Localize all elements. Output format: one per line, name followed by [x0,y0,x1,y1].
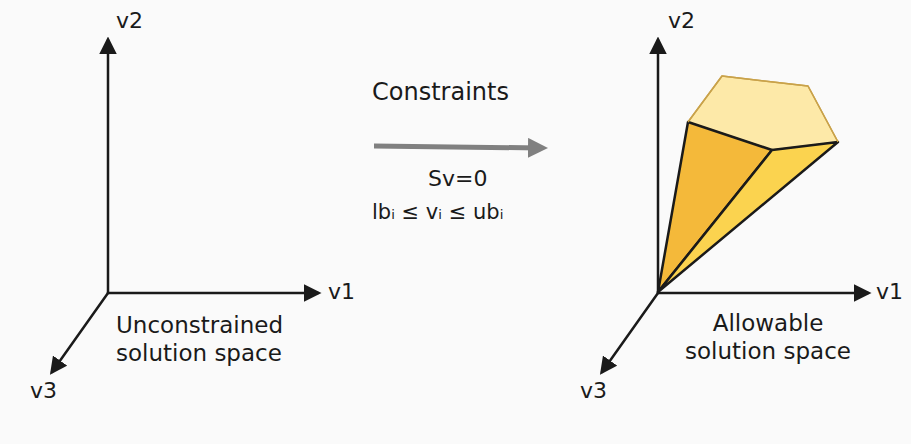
constraint-arrow [374,146,540,148]
axis-label: v2 [116,8,143,34]
caption-text: Unconstrained solution space [116,312,326,367]
constraint-heading: Constraints [372,78,509,107]
bound-inequality: lbᵢ ≤ vᵢ ≤ ubᵢ [372,200,503,225]
polytope [658,76,838,292]
equation: Sv=0 [428,166,487,192]
axis-label: v1 [328,279,355,305]
axis-label: v2 [668,8,695,34]
right-axes [602,40,868,372]
axis-label: v3 [580,378,607,404]
axis-label: v3 [30,378,57,404]
axis-label: v1 [876,279,903,305]
caption-text: Allowable solution space [668,310,868,365]
